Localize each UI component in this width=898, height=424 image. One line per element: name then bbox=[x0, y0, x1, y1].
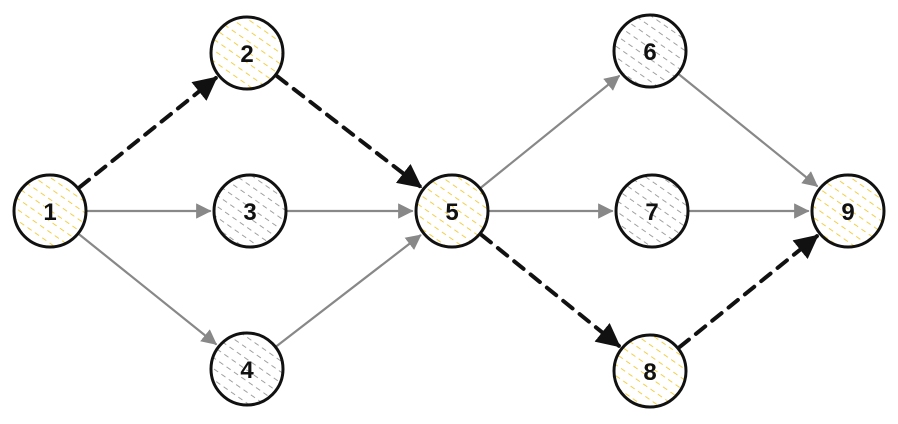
edge-1-to-4 bbox=[78, 233, 217, 346]
edge-8-to-9 bbox=[677, 234, 819, 350]
node-4: 4 bbox=[209, 331, 285, 407]
node-circle bbox=[810, 173, 886, 249]
edge-5-to-8 bbox=[479, 232, 621, 348]
node-label: 6 bbox=[643, 39, 656, 66]
node-circle bbox=[12, 173, 88, 249]
edges-layer bbox=[77, 73, 819, 350]
node-label: 8 bbox=[643, 359, 656, 386]
edge-6-to-9 bbox=[678, 73, 819, 187]
node-3: 3 bbox=[212, 173, 288, 249]
node-7: 7 bbox=[614, 173, 690, 249]
edge-1-to-2 bbox=[77, 76, 218, 190]
node-circle bbox=[209, 15, 285, 91]
node-9: 9 bbox=[810, 173, 886, 249]
node-label: 2 bbox=[240, 41, 253, 68]
node-label: 3 bbox=[243, 199, 256, 226]
node-5: 5 bbox=[414, 173, 490, 249]
node-2: 2 bbox=[209, 15, 285, 91]
node-6: 6 bbox=[612, 13, 688, 89]
node-label: 5 bbox=[445, 199, 458, 226]
node-circle bbox=[612, 13, 688, 89]
edge-2-to-5 bbox=[275, 74, 423, 189]
node-label: 9 bbox=[841, 199, 854, 226]
node-1: 1 bbox=[12, 173, 88, 249]
node-label: 1 bbox=[43, 199, 56, 226]
node-circle bbox=[212, 173, 288, 249]
edge-5-to-6 bbox=[480, 75, 621, 189]
node-circle bbox=[209, 331, 285, 407]
node-label: 7 bbox=[645, 199, 658, 226]
node-circle bbox=[614, 173, 690, 249]
edge-4-to-5 bbox=[275, 234, 422, 347]
node-label: 4 bbox=[240, 357, 254, 384]
node-8: 8 bbox=[612, 333, 688, 409]
node-circle bbox=[414, 173, 490, 249]
nodes-layer: 1 2 3 4 5 6 7 8 9 bbox=[12, 13, 886, 409]
node-circle bbox=[612, 333, 688, 409]
